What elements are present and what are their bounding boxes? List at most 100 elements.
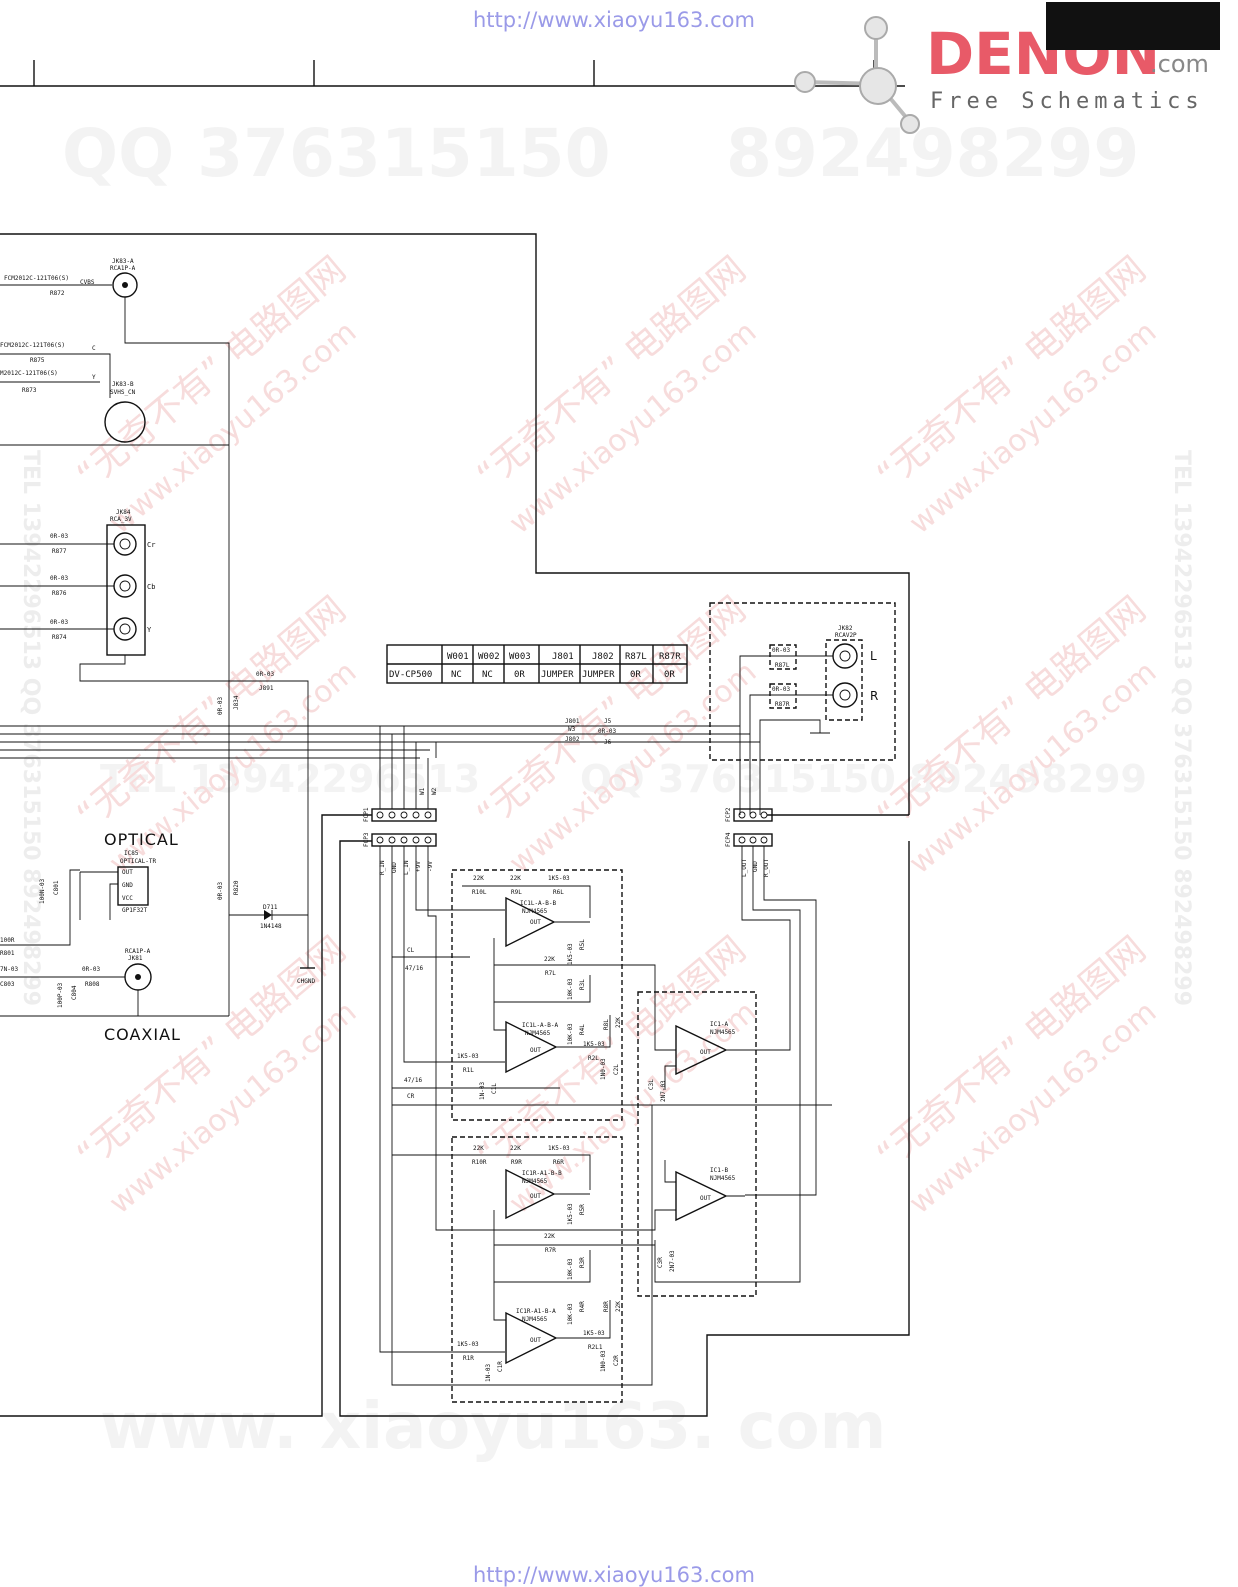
table-header-w002: W002 [478, 652, 500, 662]
ic1r-b-part: NJM4565 [522, 1178, 548, 1185]
r874-ref: R874 [52, 634, 67, 641]
r877-val: 0R-03 [50, 533, 68, 540]
c2r-ref: C2R [613, 1355, 620, 1366]
jk82-l: L [870, 649, 877, 663]
table-cell-r87l: 0R [630, 670, 641, 680]
ic1l-a-label: IC1L-A-B-A [522, 1022, 559, 1029]
r808-val: 0R-03 [82, 966, 100, 973]
cvbs-label: CVBS [80, 279, 95, 286]
optical-title: OPTICAL [104, 830, 179, 849]
jk83a-type: RCA1P-A [110, 265, 136, 272]
r3l-val: 10K-03 [567, 978, 574, 1000]
r3l-ref: R3L [579, 979, 586, 990]
table-header-w001: W001 [447, 652, 469, 662]
watermark-vertical-right: TEL 13942296513 QQ 376315150 892498299 [1169, 450, 1194, 1006]
c3r-val: 2N7-03 [669, 1250, 676, 1272]
r801-ref: R801 [0, 950, 15, 957]
c3l-ref: C3L [648, 1079, 655, 1090]
c2l-val: 1N0-03 [600, 1058, 607, 1080]
watermark-tel: TEL 13942296513 [100, 757, 480, 801]
r9r-ref: R9R [511, 1159, 522, 1166]
fcp3-pin-p9v: +9V [415, 861, 422, 872]
video-output-section: FCM2012C-121T06(S) R872 CVBS JK83-A RCA1… [0, 258, 760, 1044]
amp-right-block: 22K R10R 22K R9R 1K5-03 R6R IC1R-A1-B-B … [451, 1136, 623, 1403]
ic1l-a-part: NJM4565 [525, 1030, 551, 1037]
r1r-ref: R1R [463, 1355, 474, 1362]
r820-val: 0R-03 [217, 882, 224, 900]
jk83a-label: JK83-A [112, 258, 134, 265]
r820-ref: R820 [233, 880, 240, 895]
fcp3-label: FCP3 [363, 832, 370, 847]
fcp4-pin-lout: L_OUT [741, 859, 748, 877]
r7l-ref: R7L [545, 970, 556, 977]
ic1r-a-out: OUT [530, 1337, 541, 1344]
r801-val: 100R [0, 937, 15, 944]
r4l-val: 10K-03 [567, 1023, 574, 1045]
table-cell-r87r: 0R [664, 670, 675, 680]
watermark-qq-line: QQ 376315150 892498299 [580, 757, 1147, 801]
output-buffer-block: IC1-A NJM4565 OUT IC1-B NJM4565 OUT C3L … [637, 991, 757, 1297]
r7r-ref: R7R [545, 1247, 556, 1254]
r2l-val: 1K5-03 [583, 1041, 605, 1048]
ic1b-part: NJM4565 [710, 1175, 736, 1182]
page-frame [0, 60, 905, 87]
fcp3-pin-rin: R_IN [379, 860, 386, 875]
table-cell-w002: NC [482, 670, 493, 680]
url-top[interactable]: http://www.xiaoyu163.com [473, 8, 755, 32]
table-header-j801: J801 [552, 652, 574, 662]
j802-label: J802 [565, 736, 580, 743]
table-header-r87l: R87L [625, 652, 647, 662]
jk84-cr: Cr [147, 541, 155, 549]
ic1r-a-part: NJM4565 [522, 1316, 548, 1323]
jk83b-label: JK83-B [112, 381, 134, 388]
ic85-pin-out: OUT [122, 869, 133, 876]
jk84-label: JK84 [116, 509, 131, 516]
amp-wiring [379, 846, 832, 1386]
watermark-bottom: www. xiaoyu163. com [100, 1390, 886, 1464]
cl-ref: CL [407, 947, 415, 954]
config-table: W001 W002 W003 J801 J802 R87L R87R DV-CP… [386, 644, 688, 684]
fcm-label-2: FCM2012C-121T06(S) [0, 342, 65, 349]
url-bottom[interactable]: http://www.xiaoyu163.com [473, 1563, 755, 1587]
table-cell-j802: JUMPER [582, 670, 615, 680]
fcm-label-3: M2012C-121T06(S) [0, 370, 58, 377]
r875-label: R875 [30, 357, 45, 364]
r873-label: R873 [22, 387, 37, 394]
logo-tagline: Free Schematics [930, 89, 1204, 114]
r8l-ref: R8L [603, 1019, 610, 1030]
ic1l-a-out: OUT [530, 1047, 541, 1054]
ic1a-label: IC1-A [710, 1021, 728, 1028]
ic85-label: IC85 [124, 850, 139, 857]
fcp4-label: FCP4 [725, 832, 732, 847]
cr-ref: CR [407, 1093, 415, 1100]
ic1a-part: NJM4565 [710, 1029, 736, 1036]
ic1r-b-out: OUT [530, 1193, 541, 1200]
r4r-val: 10K-03 [567, 1303, 574, 1325]
r876-val: 0R-03 [50, 575, 68, 582]
c2l-ref: C2L [613, 1064, 620, 1075]
c801-ref: C801 [53, 880, 60, 895]
amp-left-block: 22K R10L 22K R9L 1K5-03 R6L IC1L-A-B-B N… [404, 869, 623, 1121]
jk82-label: JK82 [838, 625, 853, 632]
c804-val: 100P-03 [57, 982, 64, 1008]
r87l-val: 0R-03 [772, 647, 790, 654]
ic1b-label: IC1-B [710, 1167, 728, 1174]
r87l-ref: R87L [775, 662, 790, 669]
r10r-val: 22K [473, 1145, 484, 1152]
c803-ref: C803 [0, 981, 15, 988]
ic1r-b-label: IC1R-A1-B-B [522, 1170, 562, 1177]
jk84-y: Y [147, 626, 152, 634]
r5r-val: 1K5-03 [567, 1203, 574, 1225]
r5l-ref: R5L [579, 939, 586, 950]
r6l-val: 1K5-03 [548, 875, 570, 882]
r9r-val: 22K [510, 1145, 521, 1152]
j801-label: J801 [565, 718, 580, 725]
r808-ref: R808 [85, 981, 100, 988]
jk84-cb: Cb [147, 583, 155, 591]
denon-logo: DENON .com Free Schematics [794, 2, 1220, 134]
r8l-val: 22K [615, 1017, 622, 1028]
r0r03-label: 0R-03 [598, 728, 616, 735]
r2r-ref: R2L1 [588, 1344, 603, 1351]
chgnd-label: CHGND [297, 978, 315, 985]
